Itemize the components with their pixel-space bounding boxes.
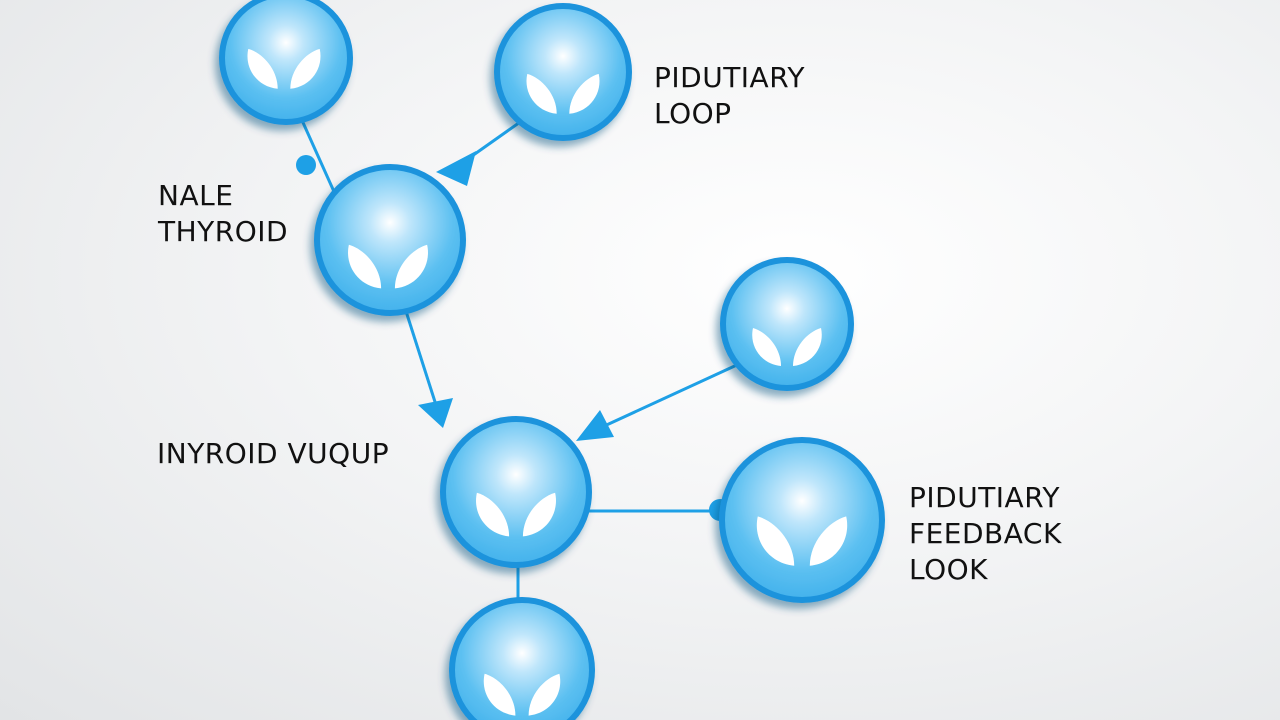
- joint-dot-top-left: [296, 155, 316, 175]
- node-center: [440, 416, 592, 568]
- label-pidutiary-feedback-line3: LOOK: [909, 553, 989, 586]
- label-pidutiary-loop-line2: LOOP: [654, 97, 732, 130]
- label-pidutiary-feedback-line2: FEEDBACK: [909, 517, 1062, 550]
- label-inyroid-vuqup-line1: INYROID VUQUP: [157, 437, 390, 470]
- arrowhead-into-center-from-right: [576, 410, 614, 441]
- arrowhead-into-thyroid: [436, 151, 476, 186]
- node-thyroid: [314, 164, 466, 316]
- label-pidutiary-loop: PIDUTIARY LOOP: [654, 60, 805, 132]
- node-feedback: [719, 437, 885, 603]
- node-right-mid: [720, 257, 854, 391]
- label-pidutiary-feedback: PIDUTIARY FEEDBACK LOOK: [909, 480, 1062, 588]
- node-bottom: [449, 597, 595, 720]
- node-top-right: [494, 3, 632, 141]
- label-nale-thyroid: NALE THYROID: [158, 178, 288, 250]
- label-nale-thyroid-line1: NALE: [158, 179, 234, 212]
- label-nale-thyroid-line2: THYROID: [158, 215, 289, 248]
- connector-right-mid-to-center: [599, 356, 753, 430]
- node-top-left: [219, 0, 353, 125]
- label-pidutiary-loop-line1: PIDUTIARY: [654, 61, 805, 94]
- connector-thyroid-to-center: [402, 304, 438, 406]
- arrowhead-into-center-from-thyroid: [418, 398, 453, 428]
- label-pidutiary-feedback-line1: PIDUTIARY: [909, 481, 1060, 514]
- label-inyroid-vuqup: INYROID VUQUP: [157, 436, 389, 472]
